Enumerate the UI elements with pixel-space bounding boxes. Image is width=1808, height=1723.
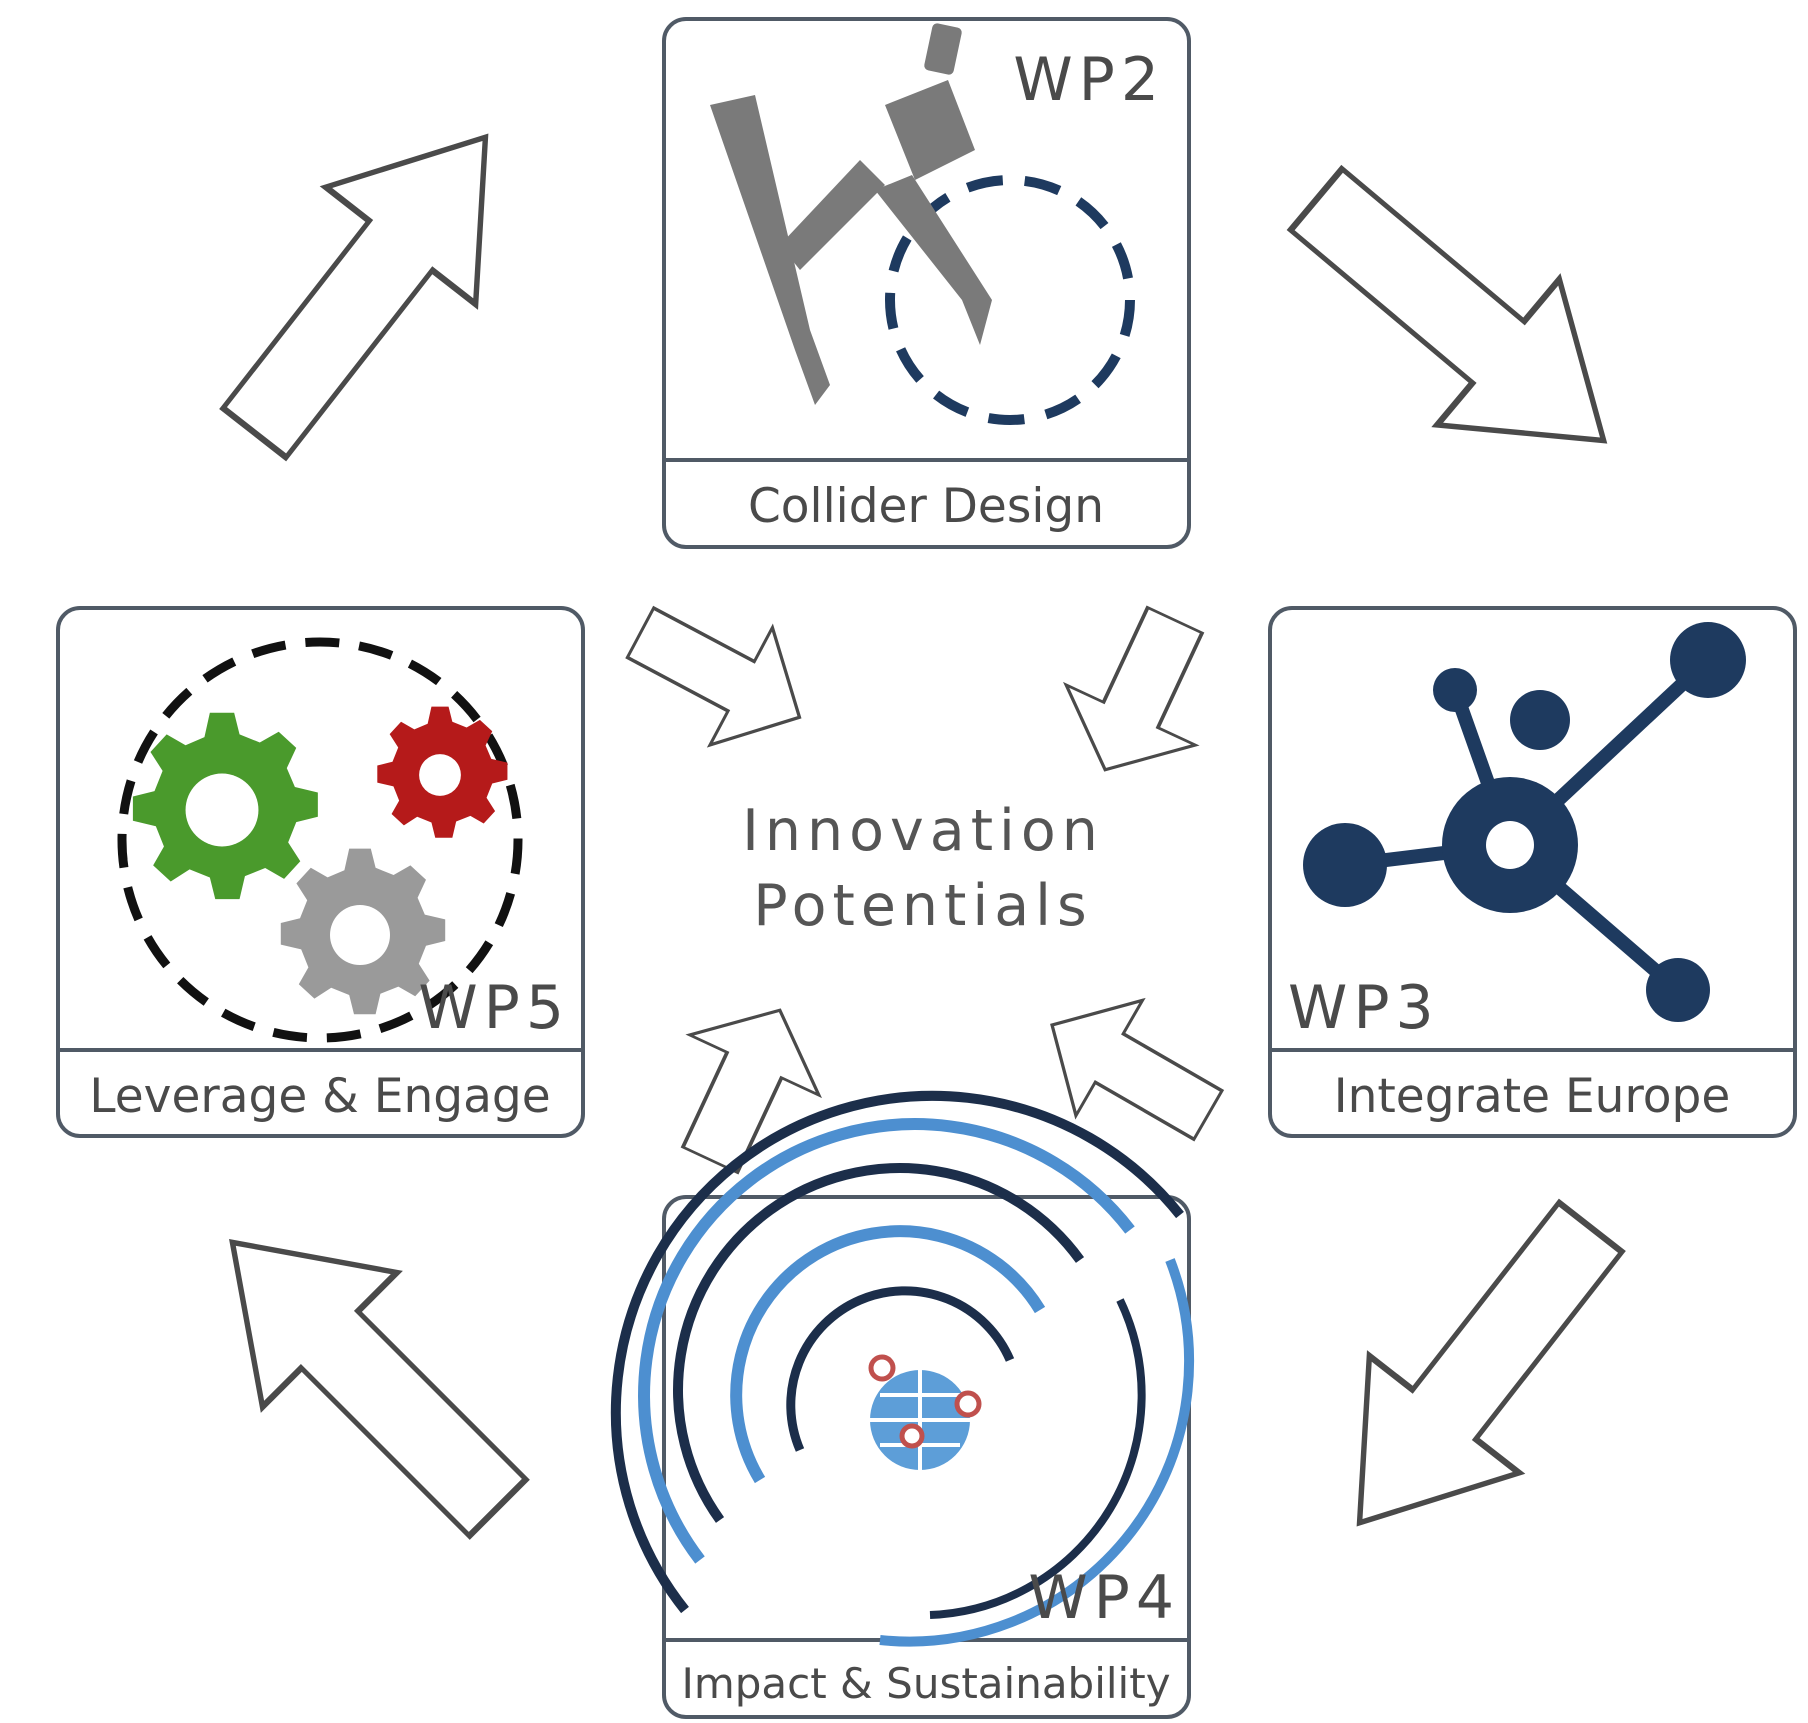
cycle-arrow-bottom-right	[1285, 1169, 1666, 1581]
wp3-card: WP3 Integrate Europe	[1268, 606, 1797, 1138]
gears-icon	[117, 637, 523, 1043]
center-title-line2: Potentials	[753, 873, 1092, 939]
wp4-title: Impact & Sustainability	[681, 1659, 1170, 1708]
wp2-card: WP2 Collider Design	[662, 17, 1191, 549]
wp2-code: WP2	[1013, 45, 1165, 115]
wp3-title: Integrate Europe	[1334, 1069, 1731, 1124]
center-title-line1: Innovation	[742, 798, 1104, 864]
wp4-card: WP4 Impact & Sustainability	[610, 1090, 1194, 1719]
inner-arrow-from-wp2	[1038, 588, 1242, 802]
compass-icon	[710, 23, 1135, 425]
wp5-card: WP5 Leverage & Engage	[56, 606, 585, 1138]
wp5-code: WP5	[418, 973, 570, 1043]
wp2-title: Collider Design	[748, 479, 1104, 534]
cycle-arrow-bottom-left	[165, 1175, 565, 1575]
wp5-title: Leverage & Engage	[89, 1069, 550, 1124]
wp4-code: WP4	[1028, 1563, 1180, 1633]
cycle-arrow-top-right	[1255, 127, 1664, 514]
wp3-code: WP3	[1288, 973, 1440, 1043]
cycle-arrow-top-left	[180, 79, 561, 491]
globe-ripple-icon	[610, 1090, 1194, 1647]
inner-arrow-from-wp3	[1017, 965, 1243, 1175]
network-icon	[1303, 622, 1746, 1022]
inner-arrow-from-wp5	[607, 572, 833, 778]
